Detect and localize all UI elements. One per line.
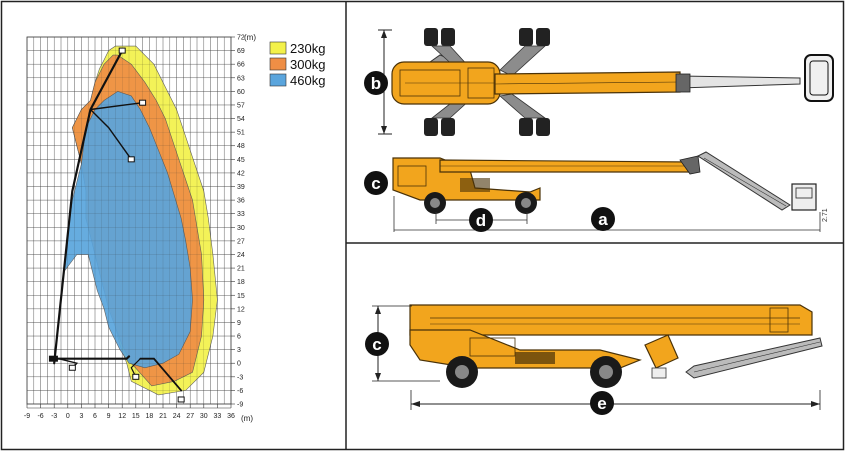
legend-swatch-300kg [269,57,287,71]
badge-a [591,207,615,231]
y-tick-label: 72 [237,35,245,42]
badge-d-label: d [476,211,486,230]
x-tick-label: 15 [132,413,140,420]
y-tick-label: 27 [237,238,245,245]
basket-marker [127,156,135,163]
boom-raised-main [53,49,124,365]
legend-label-300kg: 300kg [290,57,325,72]
badge-d [469,208,493,232]
x-tick-label: 18 [146,413,154,420]
x-tick-label: 30 [200,413,208,420]
boom-raised-jib-level [89,101,144,111]
load-envelopes [27,37,231,404]
x-axis-unit: (m) [241,414,253,423]
x-tick-label: -6 [37,413,43,420]
x-tick-label: 21 [159,413,167,420]
y-tick-label: 39 [237,184,245,191]
y-tick-label: 21 [237,266,245,273]
badge-c-stowed [365,332,389,356]
y-tick-label: 45 [237,157,245,164]
stowed-view-drawing: c e [365,304,823,415]
y-tick-label: 15 [237,293,245,300]
basket-marker [177,396,185,403]
boom-lowered-main [53,355,131,360]
y-tick-label: 57 [237,102,245,109]
y-tick-label: 0 [237,361,241,368]
top-jib [679,75,801,89]
boom-raised-jib [89,108,132,161]
platform-height-label: 2.71 [822,208,829,222]
basket-marker [68,364,76,371]
x-tick-label: 3 [79,413,83,420]
x-tick-label: 24 [173,413,181,420]
y-tick-label: 33 [237,211,245,218]
y-tick-label: -6 [237,388,243,395]
basket-marker [139,99,147,106]
working-range-chart: 7269666360575451484542393633302724211815… [24,33,326,423]
side-jib [696,151,791,211]
y-tick-label: 66 [237,62,245,69]
badge-e-label: e [597,394,606,413]
x-tick-label: 27 [186,413,194,420]
y-tick-label: 54 [237,116,245,123]
y-tick-label: -9 [237,402,243,409]
y-tick-label: 24 [237,252,245,259]
y-tick-label: -3 [237,374,243,381]
x-tick-label: 6 [93,413,97,420]
badge-c-stowed-label: c [372,335,381,354]
legend-swatch-230kg [269,41,287,55]
boom-low-reach [139,357,183,392]
stowed-basket [644,334,679,369]
boom-low-reach-jib [130,358,141,378]
badge-c-side-label: c [371,174,380,193]
outrigger-front-right [499,28,550,77]
y-tick-label: 18 [237,279,245,286]
x-tick-label: -9 [24,413,30,420]
chassis-marker [48,355,58,362]
legend-label-230kg: 230kg [290,41,325,56]
y-tick-label: 42 [237,170,245,177]
y-tick-label: 51 [237,130,245,137]
badge-a-label: a [598,210,608,229]
x-tick-label: 0 [66,413,70,420]
legend-label-460kg: 460kg [290,73,325,88]
boom-positions [48,47,185,403]
y-tick-label: 69 [237,48,245,55]
y-tick-label: 30 [237,225,245,232]
side-view-drawing: 2.71 c d a [364,151,829,232]
x-tick-label: 33 [214,413,222,420]
x-tick-label: -3 [51,413,57,420]
y-tick-label: 9 [237,320,241,327]
y-tick-label: 12 [237,306,245,313]
outrigger-rear-right [499,93,550,136]
y-tick-label: 3 [237,347,241,354]
y-tick-label: 63 [237,75,245,82]
y-tick-label: 36 [237,198,245,205]
y-axis-ticks: 7269666360575451484542393633302724211815… [231,35,245,409]
x-tick-label: 9 [107,413,111,420]
x-tick-label: 36 [227,413,235,420]
basket-marker [132,373,140,380]
top-basket [804,54,834,102]
basket-marker [118,47,126,54]
x-tick-label: 12 [118,413,126,420]
badge-b [364,71,388,95]
y-tick-label: 48 [237,143,245,150]
y-axis-unit: (m) [244,33,256,42]
y-tick-label: 60 [237,89,245,96]
legend-swatch-460kg [269,73,287,87]
top-view-drawing: b [364,28,834,136]
y-tick-label: 6 [237,334,241,341]
badge-e [590,391,614,415]
badge-b-label: b [371,74,381,93]
badge-c-side [364,171,388,195]
